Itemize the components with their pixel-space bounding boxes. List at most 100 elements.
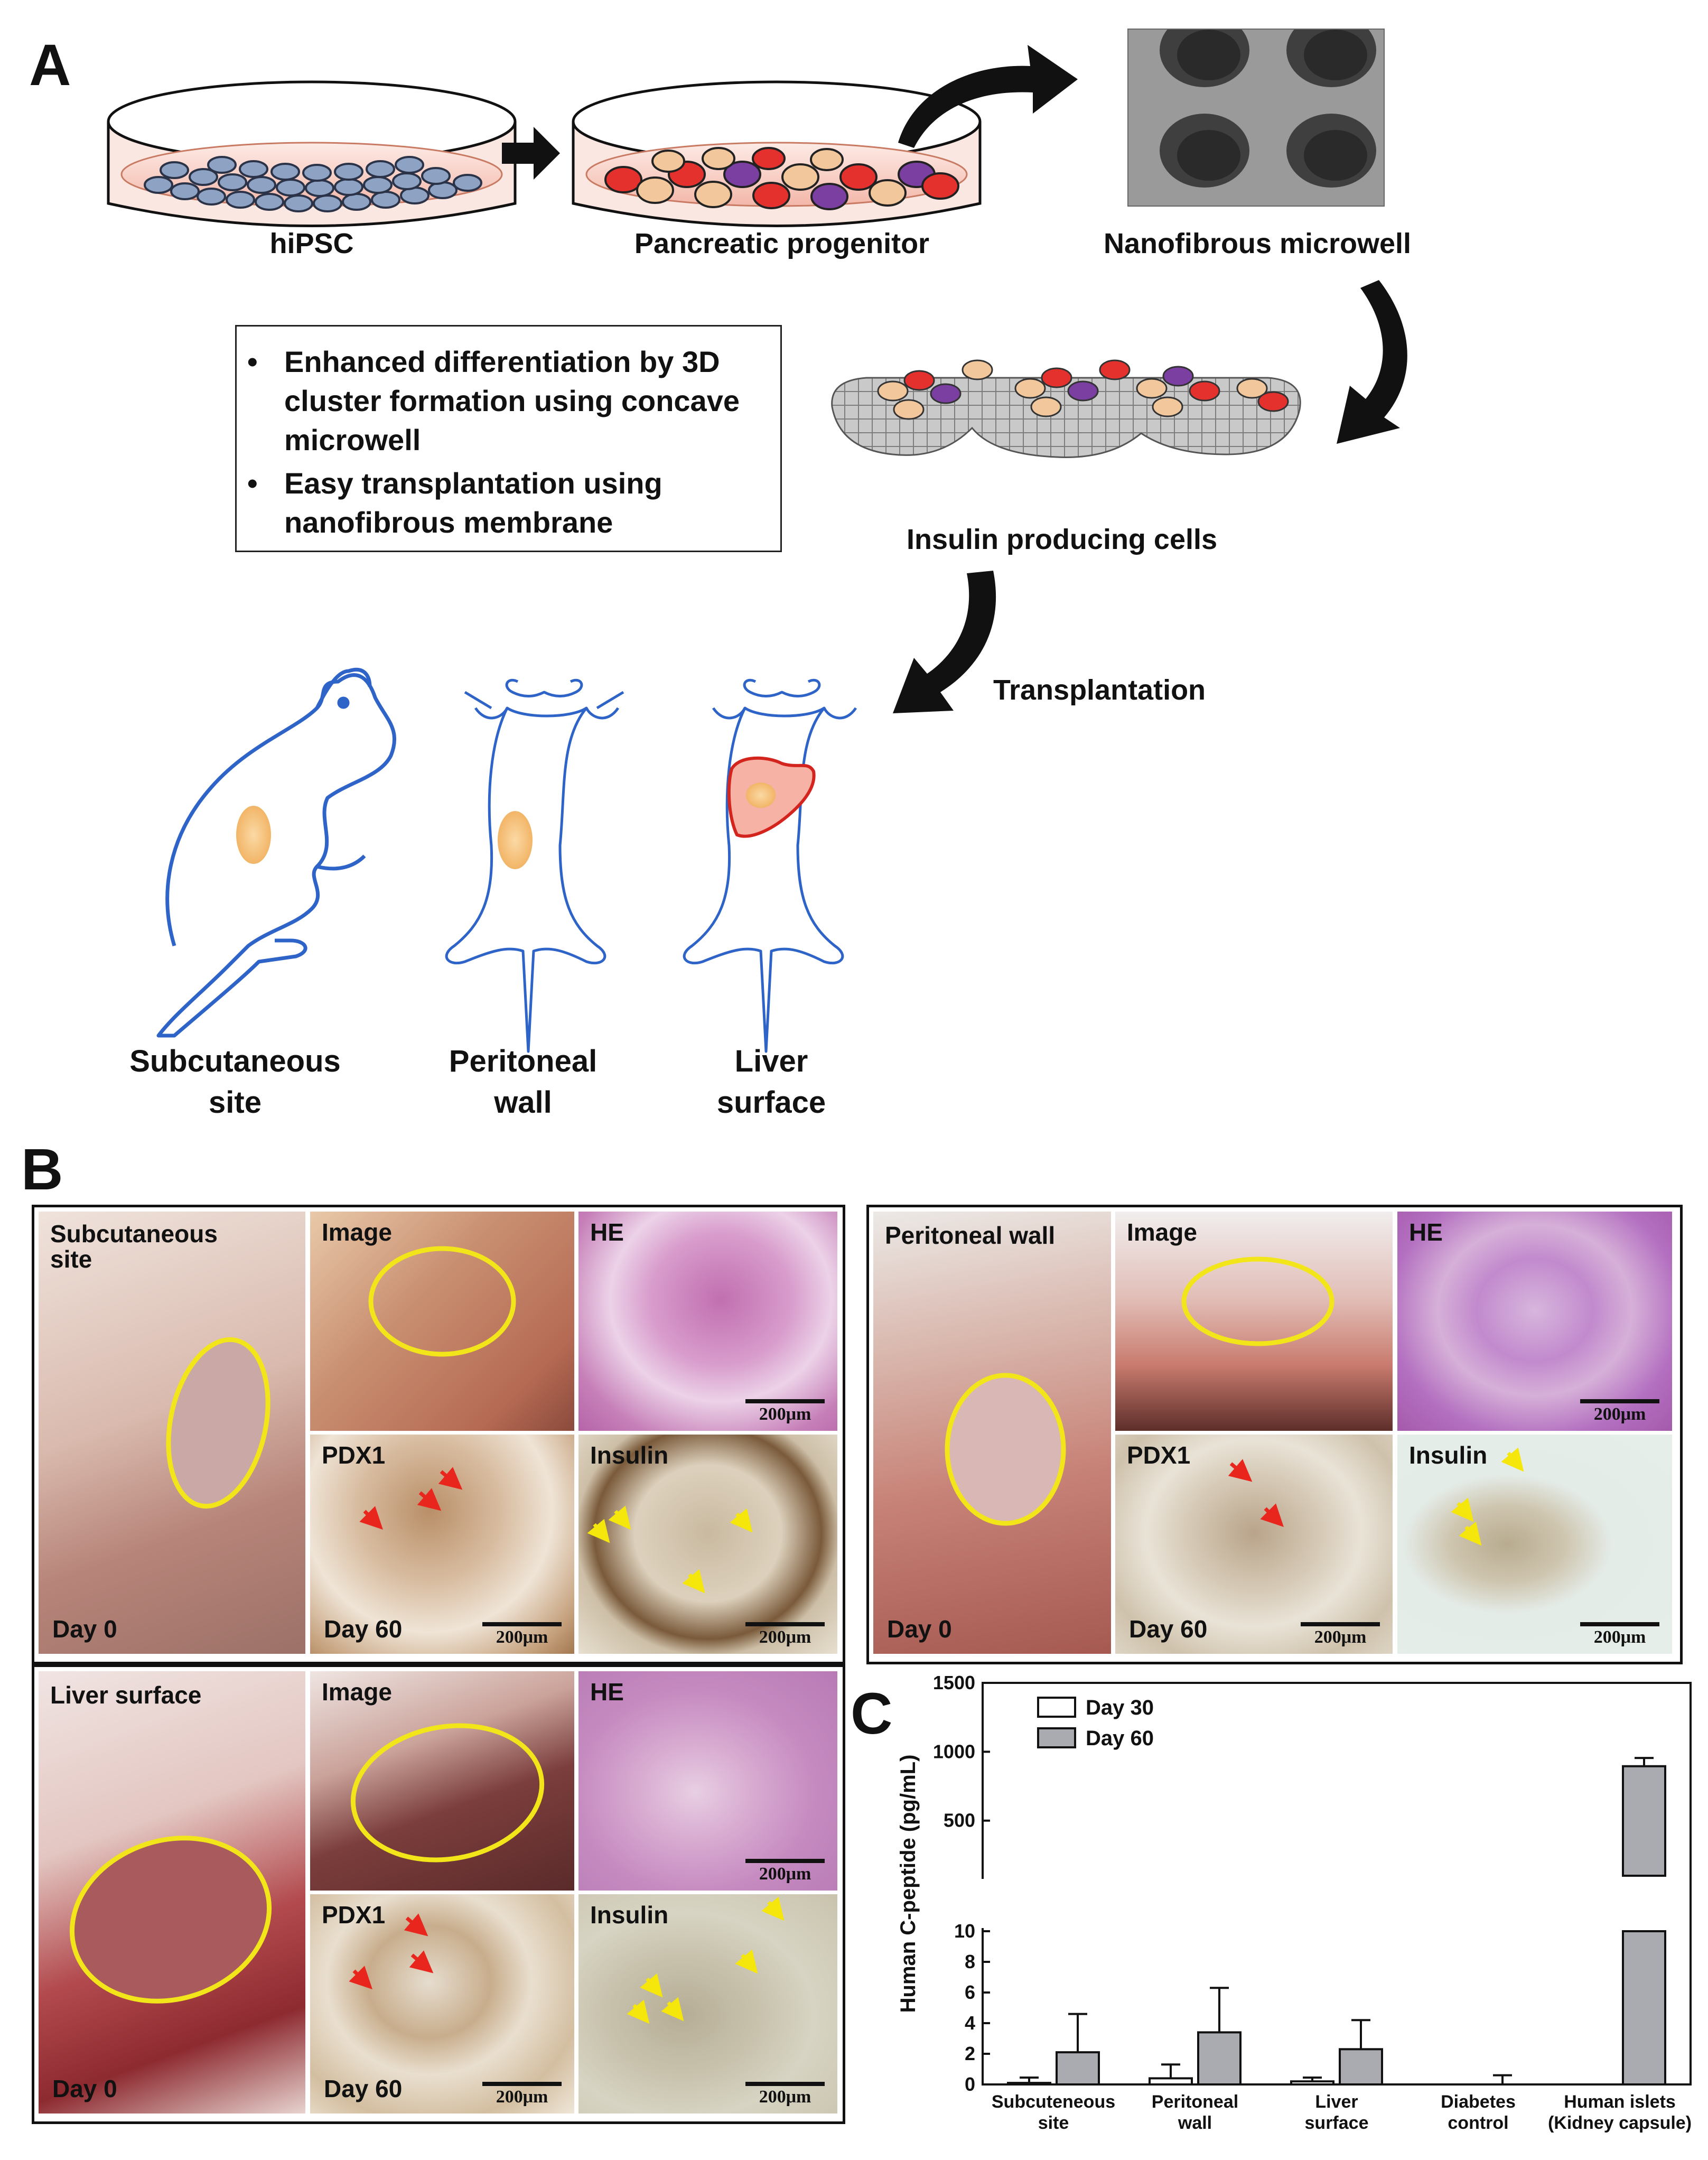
scale-bar-label: 200μm: [759, 1864, 811, 1884]
insulin-tile-liver: Insulin 200μm: [578, 1894, 837, 2114]
key-point-1: Enhanced differentiation by 3D cluster f…: [247, 342, 760, 460]
he-tile-peritoneal: HE 200μm: [1397, 1212, 1672, 1431]
scale-bar-label: 200μm: [1314, 1627, 1367, 1647]
day0-photo-subcutaneous: Subcutaneous site Day 0: [39, 1212, 305, 1654]
x-tick-label: Human islets: [1564, 2092, 1676, 2112]
day0-photo-liver: Liver surface Day 0: [39, 1671, 305, 2114]
site-label: Liver surface: [50, 1681, 202, 1709]
tile-label: Insulin: [590, 1441, 669, 1469]
image-tile-subcutaneous: Image: [310, 1212, 574, 1431]
site-caption-line: wall: [494, 1085, 552, 1120]
mouse-peritoneal-illustration: [445, 678, 624, 1053]
site-caption-liver: Liver surface: [671, 1041, 872, 1123]
day0-photo-peritoneal: Peritoneal wall Day 0: [873, 1212, 1111, 1654]
scale-bar: 200μm: [745, 1859, 825, 1884]
y-axis-label: Human C-peptide (pg/mL): [897, 1755, 920, 2013]
ipc-label: Insulin producing cells: [906, 524, 1218, 555]
panel-a-label: A: [29, 33, 71, 98]
bar: [1622, 1930, 1666, 2085]
scale-bar: 200μm: [745, 1622, 825, 1647]
tile-label: HE: [590, 1678, 624, 1706]
bar: [1197, 2031, 1242, 2086]
hipsc-dish: [107, 80, 517, 227]
insulin-tile-peritoneal: Insulin 200μm: [1397, 1435, 1672, 1654]
image-tile-peritoneal: Image: [1115, 1212, 1393, 1431]
x-tick-label: Liver: [1315, 2092, 1358, 2112]
scale-bar: 200μm: [745, 1399, 825, 1425]
x-tick-label: surface: [1305, 2113, 1369, 2133]
transplant-arrow-icon: [893, 571, 996, 713]
tile-label: PDX1: [1127, 1441, 1191, 1469]
tile-label: Insulin: [1409, 1441, 1488, 1469]
progenitor-dish: [572, 80, 982, 227]
legend-label: Day 30: [1086, 1696, 1154, 1719]
pdx1-tile-peritoneal: PDX1 Day 60 200μm: [1115, 1435, 1393, 1654]
tile-label: HE: [590, 1218, 624, 1246]
site-caption-peritoneal: Peritoneal wall: [417, 1041, 629, 1123]
hipsc-label: hiPSC: [269, 228, 354, 259]
insulin-producing-cells-illustration: [831, 359, 1301, 458]
insulin-tile-subcutaneous: Insulin 200μm: [578, 1435, 837, 1654]
scale-bar-label: 200μm: [759, 1627, 811, 1647]
scale-bar: 200μm: [482, 1622, 562, 1647]
bar: [1149, 2077, 1193, 2086]
site-caption-subcutaneous: Subcutaneous site: [95, 1041, 375, 1123]
insulin-arrows: [587, 1447, 1524, 2024]
he-tile-liver: HE 200μm: [578, 1671, 837, 1891]
tile-label: Insulin: [590, 1901, 669, 1929]
day-label: Day 60: [324, 2075, 403, 2102]
axis-break-gap: [975, 1879, 990, 1928]
x-tick-label: (Kidney capsule): [1548, 2113, 1692, 2133]
group-liver: Liver surface Day 0 Image HE 200μm PDX1 …: [32, 1664, 845, 2124]
scale-bar: 200μm: [1580, 1622, 1659, 1647]
bar-break-gap: [1620, 1879, 1668, 1928]
transplantation-label: Transplantation: [993, 674, 1206, 706]
day-label: Day 0: [52, 1615, 117, 1643]
bar: [1007, 2082, 1051, 2085]
site-label: Subcutaneous site: [50, 1220, 218, 1273]
x-tick-label: Peritoneal: [1152, 2092, 1238, 2112]
tile-label: Image: [322, 1218, 392, 1246]
mouse-liver-illustration: [683, 678, 857, 1053]
site-caption-line: Peritoneal: [449, 1044, 598, 1078]
scale-bar-label: 200μm: [759, 1404, 811, 1424]
bar: [1290, 2080, 1334, 2086]
group-peritoneal: Peritoneal wall Day 0 Image HE 200μm PDX…: [866, 1205, 1683, 1664]
implant-site-1: [236, 806, 271, 864]
legend-swatch: [1037, 1697, 1076, 1718]
microwell-sem-image: [1127, 29, 1385, 207]
site-caption-line: Subcutaneous: [129, 1044, 341, 1078]
x-tick-label: Subcuteneous: [992, 2092, 1115, 2112]
day-label: Day 0: [887, 1615, 952, 1643]
arrow-right-icon: [502, 127, 560, 180]
tile-label: PDX1: [322, 1901, 386, 1929]
y-tick-label: 500: [944, 1810, 975, 1831]
tile-label: HE: [1409, 1218, 1443, 1246]
tile-label: Image: [1127, 1218, 1197, 1246]
y-tick-label: 2: [965, 2043, 975, 2064]
x-tick-label: wall: [1178, 2113, 1212, 2133]
y-tick-label: 0: [965, 2073, 975, 2095]
scale-bar-label: 200μm: [496, 2087, 548, 2107]
bar: [1339, 2048, 1383, 2085]
scale-bar: 200μm: [1580, 1399, 1659, 1425]
bar: [1056, 2051, 1100, 2085]
bar: [1622, 1765, 1666, 1877]
day-label: Day 60: [324, 1615, 403, 1643]
y-tick-label: 1000: [933, 1740, 975, 1762]
scale-bar-label: 200μm: [1593, 1404, 1646, 1424]
site-caption-line: Liver: [734, 1044, 808, 1078]
microwell-label: Nanofibrous microwell: [1103, 228, 1412, 259]
scale-bar-label: 200μm: [1593, 1627, 1646, 1647]
site-caption-line: site: [209, 1085, 262, 1120]
key-point-2: Easy transplantation using nanofibrous m…: [247, 464, 760, 542]
curved-arrow-icon: [898, 45, 1078, 148]
x-tick-label: site: [1038, 2113, 1069, 2133]
scale-bar: 200μm: [1301, 1622, 1380, 1647]
site-caption-line: surface: [716, 1085, 826, 1120]
x-tick-label: control: [1448, 2113, 1508, 2133]
progenitor-label: Pancreatic progenitor: [634, 228, 930, 259]
pdx1-tile-liver: PDX1 Day 60 200μm: [310, 1894, 574, 2114]
